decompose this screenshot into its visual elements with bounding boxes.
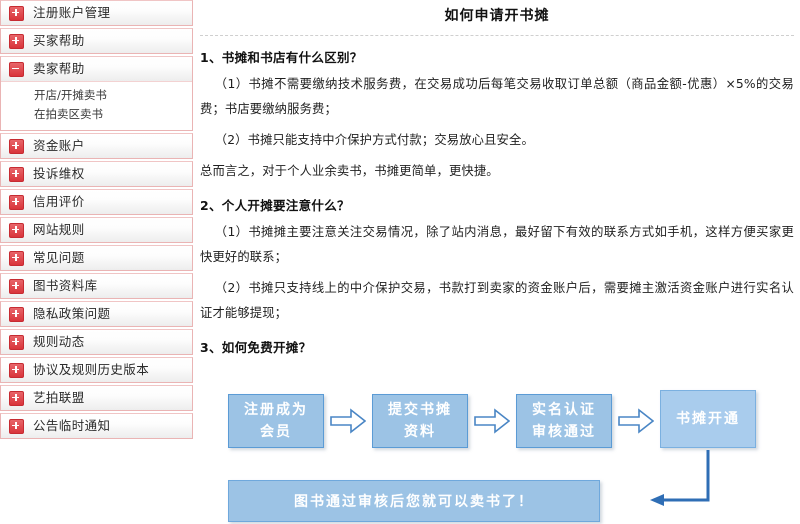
sidebar-item-label: 投诉维权 bbox=[33, 165, 85, 181]
sidebar-item-label: 图书资料库 bbox=[33, 277, 98, 293]
flow-step-1-line2: 会员 bbox=[260, 424, 292, 440]
sidebar-item-label: 注册账户管理 bbox=[33, 4, 111, 20]
question-2-paragraph-1: （1）书摊摊主要注意关注交易情况，除了站内消息，最好留下有效的联系方式如手机，这… bbox=[200, 225, 794, 264]
sidebar-group-privacy: 隐私政策问题 bbox=[0, 301, 193, 327]
sidebar-item-faq[interactable]: 常见问题 bbox=[1, 246, 192, 270]
sidebar-item-credit-rating[interactable]: 信用评价 bbox=[1, 190, 192, 214]
sidebar-group-seller: 卖家帮助 开店/开摊卖书 在拍卖区卖书 bbox=[0, 56, 193, 131]
sidebar-item-seller-help[interactable]: 卖家帮助 bbox=[1, 57, 192, 82]
minus-icon[interactable] bbox=[9, 61, 24, 77]
flow-step-3-line1: 实名认证 bbox=[532, 402, 596, 418]
sidebar-nav: 注册账户管理 买家帮助 卖家帮助 开店/开摊卖书 在拍卖区卖书 资金账户 投诉维… bbox=[0, 0, 193, 519]
flow-step-1-line1: 注册成为 bbox=[244, 402, 308, 418]
flow-arrow-2-icon bbox=[474, 408, 511, 434]
question-2-paragraph-2: （2）书摊只支持线上的中介保护交易，书款打到卖家的资金账户后，需要摊主激活资金账… bbox=[200, 281, 794, 320]
sidebar-item-privacy-policy[interactable]: 隐私政策问题 bbox=[1, 302, 192, 326]
sidebar-item-announcements[interactable]: 公告临时通知 bbox=[1, 414, 192, 438]
plus-icon[interactable] bbox=[9, 306, 24, 322]
question-3-heading: 3、如何免费开摊？ bbox=[200, 340, 312, 355]
plus-icon[interactable] bbox=[9, 418, 24, 434]
plus-icon[interactable] bbox=[9, 166, 24, 182]
sidebar-group-complaint: 投诉维权 bbox=[0, 161, 193, 187]
process-flow-diagram: 注册成为 会员 提交书摊 资料 实名认证 审核通过 书摊开 bbox=[200, 374, 794, 524]
plus-icon[interactable] bbox=[9, 222, 24, 238]
sidebar-group-site-rules: 网站规则 bbox=[0, 217, 193, 243]
plus-icon[interactable] bbox=[9, 390, 24, 406]
plus-icon[interactable] bbox=[9, 362, 24, 378]
sidebar-group-faq: 常见问题 bbox=[0, 245, 193, 271]
sidebar-group-buyer: 买家帮助 bbox=[0, 28, 193, 54]
sidebar-item-label: 艺拍联盟 bbox=[33, 389, 85, 405]
flow-arrow-1-icon bbox=[330, 408, 367, 434]
sidebar-item-agreement-history[interactable]: 协议及规则历史版本 bbox=[1, 358, 192, 382]
plus-icon[interactable] bbox=[9, 278, 24, 294]
title-divider bbox=[200, 35, 794, 36]
plus-icon[interactable] bbox=[9, 250, 24, 266]
sidebar-subitem-auction-sell[interactable]: 在拍卖区卖书 bbox=[34, 107, 103, 121]
question-2-heading: 2、个人开摊要注意什么？ bbox=[200, 198, 350, 213]
sidebar-item-label: 资金账户 bbox=[33, 137, 85, 153]
sidebar-item-label: 协议及规则历史版本 bbox=[33, 361, 150, 377]
sidebar-subitem-open-shop[interactable]: 开店/开摊卖书 bbox=[34, 88, 107, 102]
flow-step-3-line2: 审核通过 bbox=[532, 424, 596, 440]
sidebar-item-label: 卖家帮助 bbox=[33, 60, 85, 76]
sidebar-item-label: 隐私政策问题 bbox=[33, 305, 111, 321]
sidebar-item-book-database[interactable]: 图书资料库 bbox=[1, 274, 192, 298]
question-1-heading: 1、书摊和书店有什么区别？ bbox=[200, 50, 363, 65]
flow-result-label: 图书通过审核后您就可以卖书了！ bbox=[294, 494, 534, 510]
sidebar-item-label: 常见问题 bbox=[33, 249, 85, 265]
sidebar-group-register: 注册账户管理 bbox=[0, 0, 193, 26]
sidebar-item-complaint[interactable]: 投诉维权 bbox=[1, 162, 192, 186]
flow-step-2-box[interactable]: 提交书摊 资料 bbox=[372, 394, 468, 448]
sidebar-item-register-account[interactable]: 注册账户管理 bbox=[1, 1, 192, 25]
flow-arrow-3-icon bbox=[618, 408, 655, 434]
flow-step-2-line2: 资料 bbox=[404, 424, 436, 440]
plus-icon[interactable] bbox=[9, 5, 24, 21]
plus-icon[interactable] bbox=[9, 194, 24, 210]
sidebar-item-fund-account[interactable]: 资金账户 bbox=[1, 134, 192, 158]
sidebar-group-funds: 资金账户 bbox=[0, 133, 193, 159]
flow-step-2-line1: 提交书摊 bbox=[388, 402, 452, 418]
flow-elbow-connector-icon bbox=[648, 448, 780, 514]
question-1-paragraph-2: （2）书摊只能支持中介保护方式付款；交易放心且安全。 bbox=[214, 133, 534, 147]
question-1-paragraph-1: （1）书摊不需要缴纳技术服务费，在交易成功后每笔交易收取订单总额（商品金额-优惠… bbox=[200, 77, 794, 116]
sidebar-item-rule-updates[interactable]: 规则动态 bbox=[1, 330, 192, 354]
sidebar-item-label: 规则动态 bbox=[33, 333, 85, 349]
sidebar-group-rule-updates: 规则动态 bbox=[0, 329, 193, 355]
sidebar-group-book-db: 图书资料库 bbox=[0, 273, 193, 299]
sidebar-item-buyer-help[interactable]: 买家帮助 bbox=[1, 29, 192, 53]
sidebar-group-credit: 信用评价 bbox=[0, 189, 193, 215]
question-1-summary: 总而言之，对于个人业余卖书，书摊更简单，更快捷。 bbox=[200, 164, 499, 178]
flow-result-box[interactable]: 图书通过审核后您就可以卖书了！ bbox=[228, 480, 600, 522]
plus-icon[interactable] bbox=[9, 138, 24, 154]
sidebar-item-art-auction-alliance[interactable]: 艺拍联盟 bbox=[1, 386, 192, 410]
flow-step-1-box[interactable]: 注册成为 会员 bbox=[228, 394, 324, 448]
article-content: 如何申请开书摊 1、书摊和书店有什么区别？ （1）书摊不需要缴纳技术服务费，在交… bbox=[196, 0, 800, 522]
sidebar-item-label: 买家帮助 bbox=[33, 32, 85, 48]
sidebar-group-art-alliance: 艺拍联盟 bbox=[0, 385, 193, 411]
plus-icon[interactable] bbox=[9, 33, 24, 49]
flow-step-4-line1: 书摊开通 bbox=[676, 411, 740, 427]
sidebar-submenu-seller-help: 开店/开摊卖书 在拍卖区卖书 bbox=[1, 82, 192, 130]
sidebar-item-site-rules[interactable]: 网站规则 bbox=[1, 218, 192, 242]
flow-step-3-box[interactable]: 实名认证 审核通过 bbox=[516, 394, 612, 448]
sidebar-item-label: 公告临时通知 bbox=[33, 417, 111, 433]
page-title: 如何申请开书摊 bbox=[444, 8, 550, 24]
plus-icon[interactable] bbox=[9, 334, 24, 350]
sidebar-item-label: 网站规则 bbox=[33, 221, 85, 237]
sidebar-item-label: 信用评价 bbox=[33, 193, 85, 209]
flow-step-4-box[interactable]: 书摊开通 bbox=[660, 390, 756, 448]
sidebar-group-announcements: 公告临时通知 bbox=[0, 413, 193, 439]
sidebar-group-history-versions: 协议及规则历史版本 bbox=[0, 357, 193, 383]
